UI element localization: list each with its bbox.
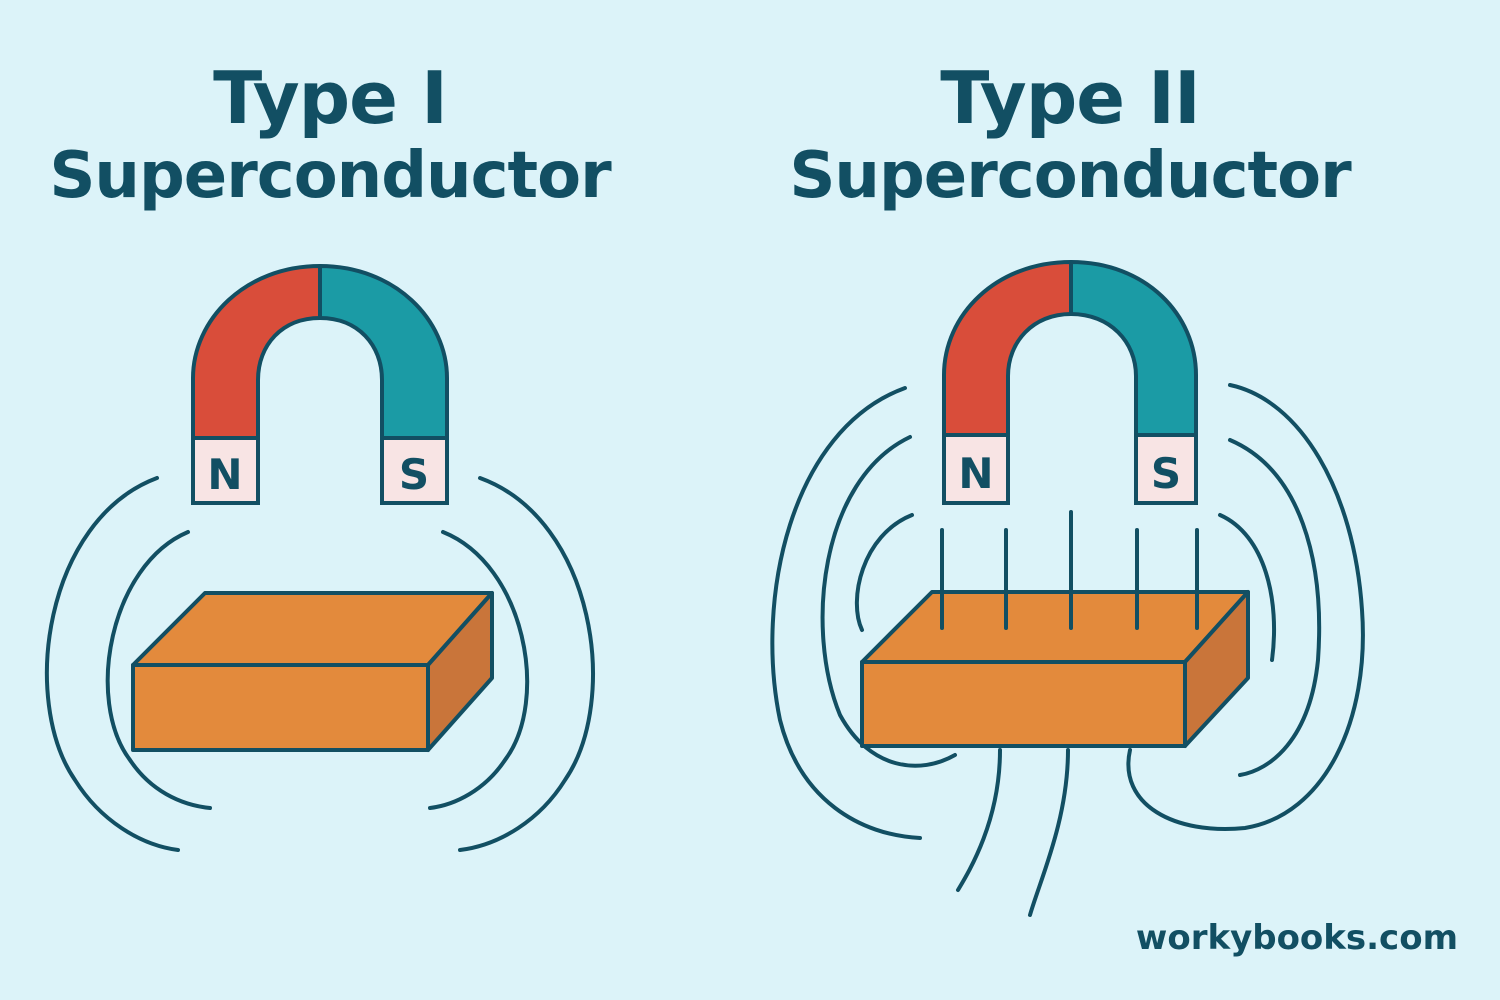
type-two-magnet-north-arm bbox=[942, 260, 1073, 437]
type-two-field-lines bbox=[770, 383, 1365, 917]
type-one-field-line-inner-right bbox=[428, 530, 530, 810]
type-one-title-line1: Type I bbox=[213, 56, 448, 140]
type-one-magnet: N S bbox=[191, 264, 449, 505]
type-two-block-top bbox=[860, 590, 1250, 664]
type-one-title: Type I Superconductor bbox=[40, 62, 620, 208]
type-two-south-pole bbox=[1134, 433, 1198, 505]
type-two-field-line-below-center bbox=[1028, 748, 1070, 917]
type-one-magnet-south-arm bbox=[318, 264, 449, 440]
type-two-vortex-lines-through-block bbox=[940, 588, 1199, 630]
type-two-title-line2: Superconductor bbox=[789, 139, 1351, 213]
type-two-field-line-below-left bbox=[956, 748, 1002, 892]
type-two-field-line-outer-left bbox=[770, 386, 922, 840]
type-one-title-line2: Superconductor bbox=[49, 139, 611, 213]
type-two-title-line1: Type II bbox=[940, 56, 1201, 140]
type-two-field-line-below-right bbox=[1126, 383, 1365, 831]
type-one-block-front bbox=[131, 663, 430, 752]
type-two-block bbox=[860, 590, 1250, 748]
type-one-north-pole bbox=[191, 436, 260, 505]
type-one-field-lines bbox=[44, 476, 595, 852]
type-one-field-line-inner-left bbox=[105, 530, 212, 810]
type-one-south-label: S bbox=[399, 450, 429, 499]
type-two-field-line-inner-right bbox=[1218, 513, 1276, 662]
type-one-block bbox=[131, 591, 494, 752]
type-two-magnet: N S bbox=[942, 260, 1198, 505]
type-one-south-pole bbox=[380, 436, 449, 505]
type-two-block-front bbox=[860, 660, 1187, 748]
type-one-north-label: N bbox=[207, 450, 242, 499]
type-two-north-label: N bbox=[958, 449, 993, 498]
type-one-field-line-outer-right bbox=[458, 476, 595, 852]
type-two-title: Type II Superconductor bbox=[780, 62, 1360, 208]
type-two-north-pole bbox=[942, 433, 1010, 505]
watermark: workybooks.com bbox=[1135, 918, 1458, 958]
type-one-field-line-outer-left bbox=[44, 476, 180, 852]
type-two-field-line-mid-right bbox=[1228, 438, 1322, 777]
type-two-field-line-inner-left bbox=[854, 513, 914, 632]
type-two-panel: N S bbox=[770, 260, 1365, 917]
type-one-panel: N S bbox=[44, 264, 595, 852]
type-two-south-label: S bbox=[1151, 449, 1181, 498]
type-one-magnet-north-arm bbox=[191, 264, 322, 440]
type-two-magnet-south-arm bbox=[1069, 260, 1198, 437]
type-two-field-line-mid-left bbox=[820, 435, 957, 768]
